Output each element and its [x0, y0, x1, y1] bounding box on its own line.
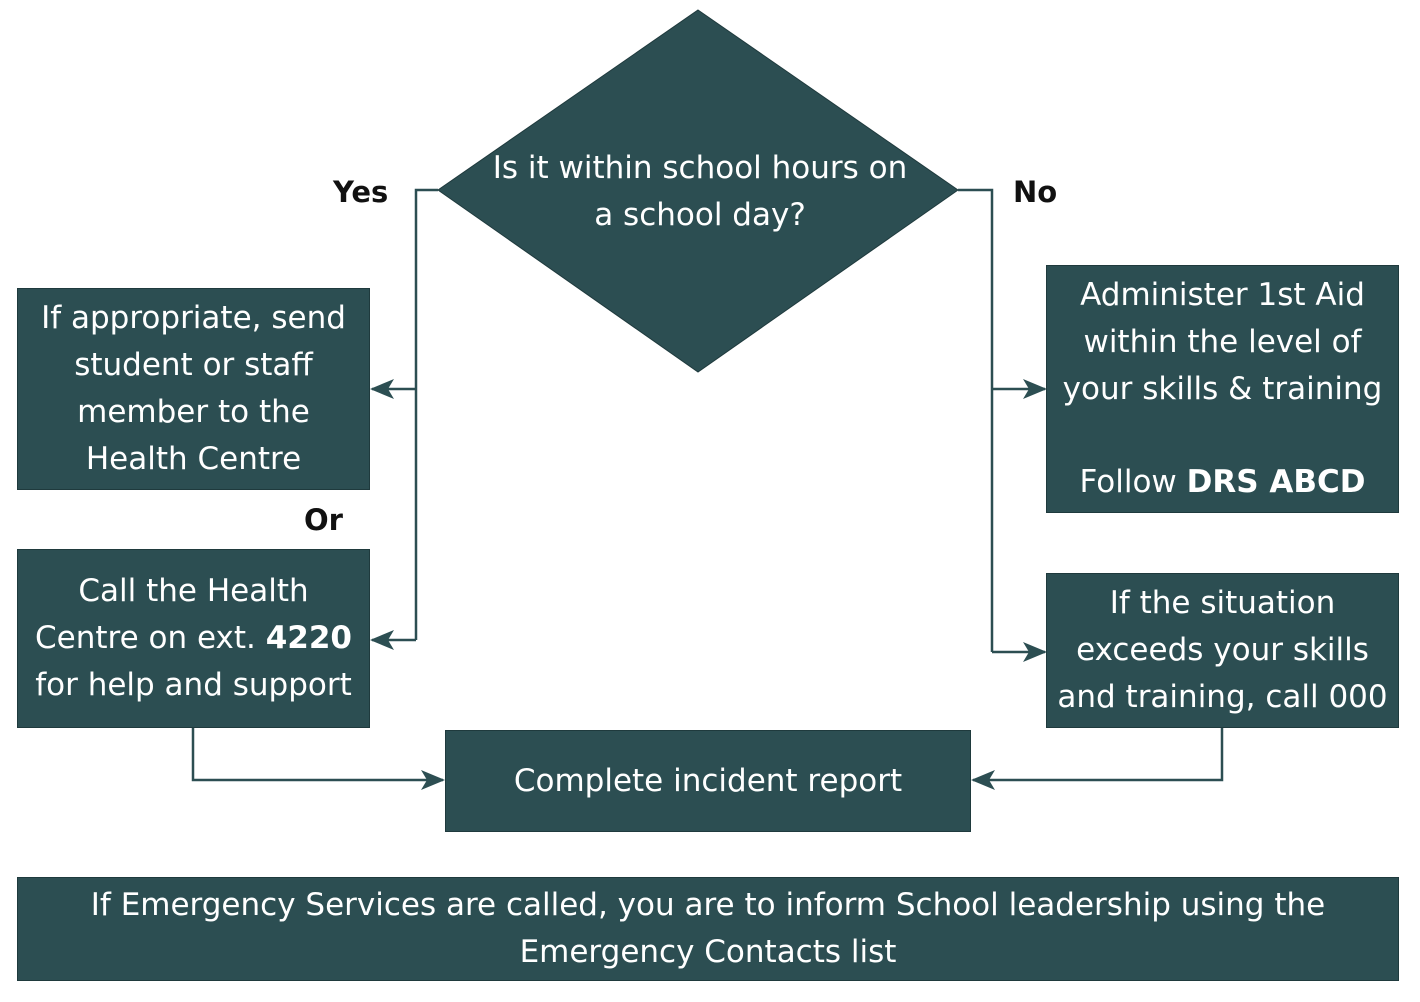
decision-line-1: Is it within school hours on: [492, 150, 908, 186]
incident-report-text: Complete incident report: [513, 762, 903, 799]
call-000-box: If the situation exceeds your skills and…: [1046, 573, 1399, 728]
drs-abcd-text: DRS ABCD: [1186, 464, 1366, 500]
connector-right-to-report: [971, 728, 1224, 790]
call-000-line-3: and training, call 000: [1057, 679, 1388, 715]
call-box-line-1: Call the Health: [78, 573, 309, 609]
decision-question: Is it within school hours on a school da…: [450, 145, 950, 239]
yes-label: Yes: [333, 175, 389, 209]
call-box-line-3: for help and support: [35, 667, 352, 703]
emergency-notice-box: If Emergency Services are called, you ar…: [17, 877, 1399, 981]
first-aid-line-2: within the level of: [1083, 324, 1362, 360]
call-000-line-1: If the situation: [1109, 585, 1336, 621]
incident-report-box: Complete incident report: [445, 730, 971, 832]
first-aid-follow-text: Follow: [1079, 464, 1187, 500]
send-to-health-centre-box: If appropriate, send student or staff me…: [17, 288, 370, 490]
first-aid-line-4: Follow DRS ABCD: [1080, 459, 1366, 506]
connector-no-trunk: [958, 188, 994, 652]
connector-yes-trunk: [414, 188, 438, 640]
send-box-line-1: If appropriate, send: [41, 300, 346, 336]
no-label: No: [1013, 175, 1058, 209]
decision-diamond: [437, 9, 959, 373]
send-box-line-4: Health Centre: [85, 441, 302, 477]
call-000-line-2: exceeds your skills: [1076, 632, 1369, 668]
emergency-notice-line-2: Emergency Contacts list: [519, 934, 897, 970]
health-centre-extension: 4220: [265, 620, 352, 656]
emergency-notice-line-1: If Emergency Services are called, you ar…: [90, 887, 1326, 923]
call-box-line-2: Centre on ext. 4220: [35, 615, 352, 662]
or-label: Or: [304, 503, 343, 537]
administer-first-aid-box: Administer 1st Aid within the level of y…: [1046, 265, 1399, 513]
send-box-line-2: student or staff: [74, 347, 313, 383]
first-aid-line-1: Administer 1st Aid: [1080, 277, 1365, 313]
call-health-centre-box: Call the Health Centre on ext. 4220 for …: [17, 549, 370, 728]
first-aid-line-3: your skills & training: [1062, 371, 1383, 407]
call-box-line-2-text: Centre on ext.: [35, 620, 266, 656]
connector-left-to-report: [191, 728, 445, 790]
send-box-line-3: member to the: [77, 394, 310, 430]
decision-line-2: a school day?: [594, 197, 806, 233]
